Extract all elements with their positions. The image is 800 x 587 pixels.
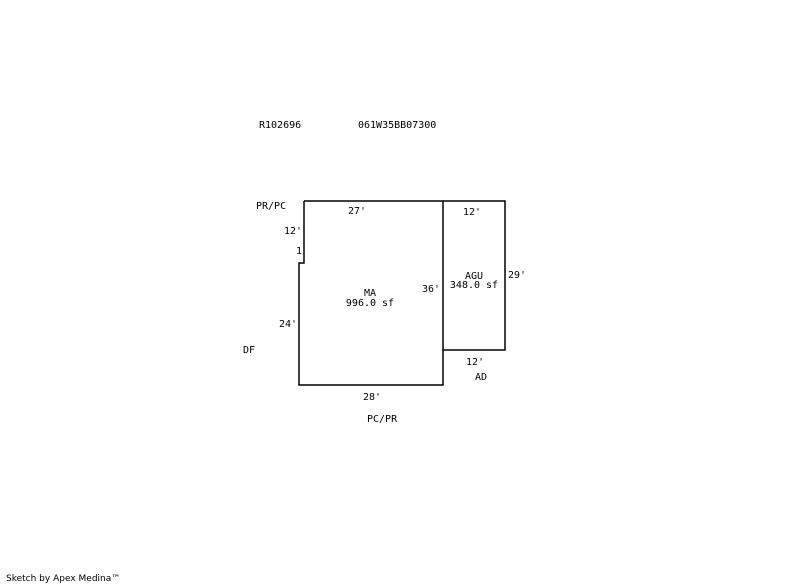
ma-area: 996.0 sf — [345, 298, 395, 309]
agu-area: 348.0 sf — [449, 280, 499, 291]
sketch-credit: Sketch by Apex Medina™ — [6, 574, 121, 584]
dim-ma-bottom: 28' — [363, 392, 382, 403]
dim-ma-top: 27' — [348, 206, 367, 217]
annotation-df: DF — [243, 345, 256, 356]
parcel-id: R102696 — [259, 120, 302, 131]
dim-agu-bottom: 12' — [466, 357, 485, 368]
map-number: 061W35BB07300 — [358, 120, 437, 131]
ma-code: MA — [363, 288, 377, 299]
annotation-pr-pc: PR/PC — [256, 201, 287, 212]
agu-code: AGU — [464, 271, 484, 282]
dim-agu-right: 29' — [508, 270, 527, 281]
dim-ma-left-lower: 24' — [279, 319, 298, 330]
dim-ma-right: 36' — [422, 284, 441, 295]
annotation-ad: AD — [475, 372, 488, 383]
annotation-pc-pr: PC/PR — [367, 414, 398, 425]
dim-agu-top: 12' — [463, 207, 482, 218]
agu-outline — [443, 200, 506, 351]
dim-ma-jog: 1 — [296, 246, 303, 257]
dim-ma-left-upper: 12' — [284, 226, 303, 237]
